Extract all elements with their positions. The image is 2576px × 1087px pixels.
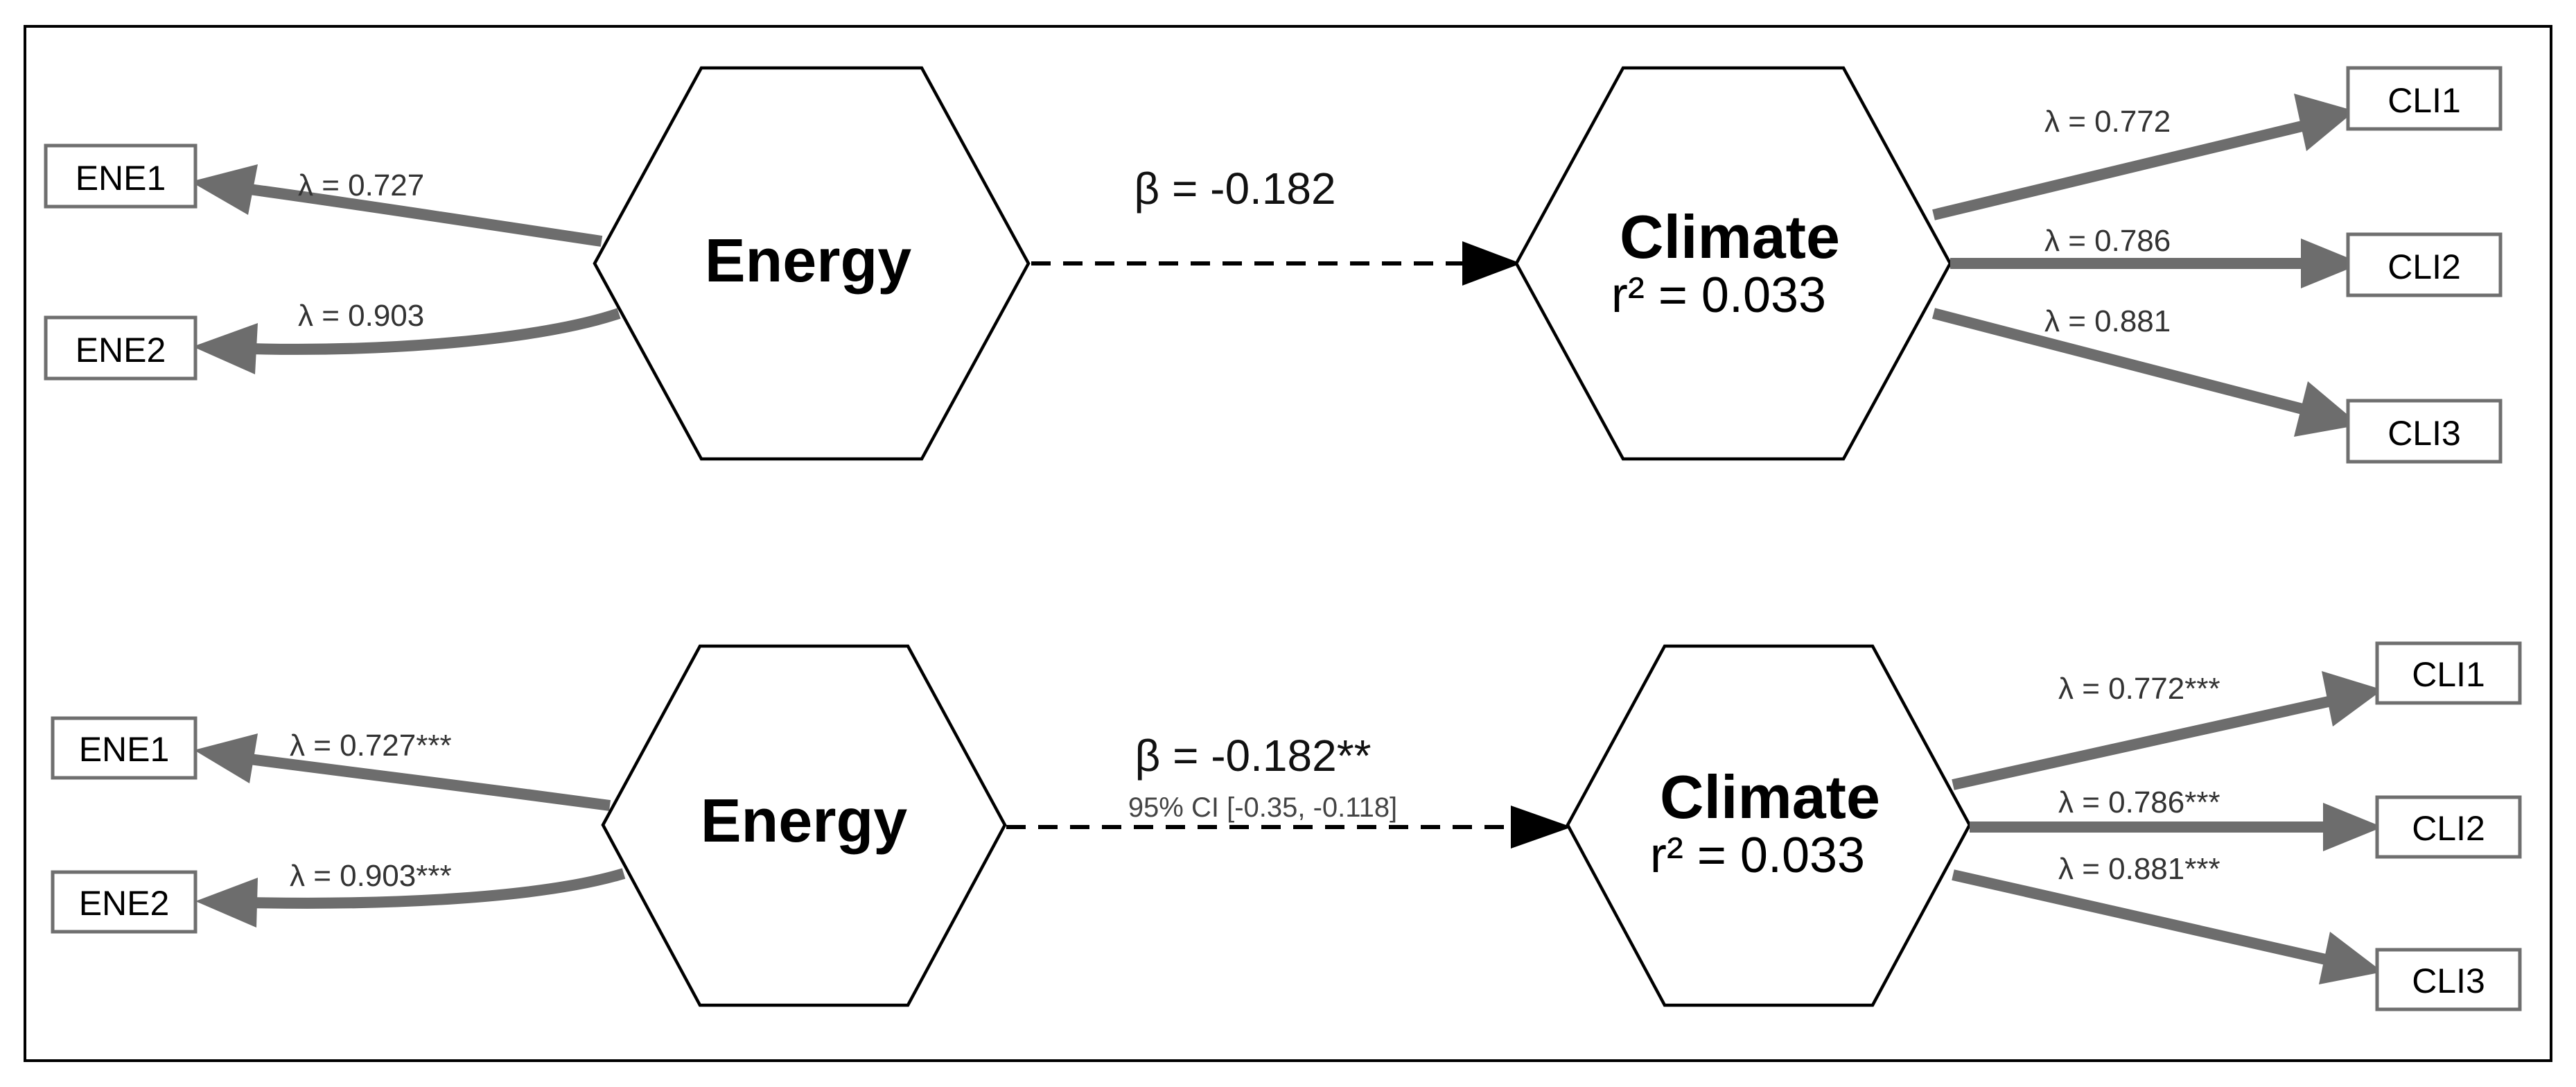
loading-arrow-cli1 [1952, 671, 2383, 790]
loading-label-cli1: λ = 0.772 [2044, 105, 2171, 139]
loading-arrow-cli3 [1931, 308, 2360, 437]
r-squared: r² = 0.033 [1611, 268, 1826, 323]
loading-label-cli1: λ = 0.772*** [2058, 672, 2220, 706]
loading-arrow-ene2 [193, 308, 621, 374]
loading-label-cli3: λ = 0.881*** [2058, 852, 2220, 886]
indicator-cli3: CLI3 [2346, 399, 2503, 464]
path-coefficient: β = -0.182** [1134, 731, 1371, 781]
indicator-label: CLI3 [2412, 962, 2485, 1000]
indicator-cli1: CLI1 [2346, 66, 2503, 131]
loading-arrow-ene1 [191, 164, 603, 247]
loading-label-ene2: λ = 0.903*** [290, 859, 452, 893]
r-squared: r² = 0.033 [1650, 828, 1865, 883]
loading-label-ene1: λ = 0.727*** [290, 729, 452, 763]
indicator-label: ENE2 [76, 331, 166, 369]
indicator-label: ENE1 [76, 159, 166, 198]
panel-bottom: λ = 0.727*** λ = 0.903*** ENE1 ENE2 Ener… [51, 641, 2522, 1011]
structural-path-arrow [1006, 806, 1572, 849]
loading-arrow-cli1 [1932, 94, 2355, 220]
indicator-label: ENE1 [79, 730, 170, 769]
latent-name: Climate [1660, 763, 1880, 831]
indicator-ene2: ENE2 [51, 870, 198, 934]
loading-label-cli2: λ = 0.786 [2044, 224, 2171, 258]
loading-arrow-cli2 [1950, 238, 2362, 288]
indicator-cli2: CLI2 [2346, 232, 2503, 297]
loading-arrow-ene1 [194, 733, 611, 811]
loading-arrow-cli2 [1970, 803, 2383, 851]
loading-label-ene2: λ = 0.903 [298, 299, 424, 333]
loading-arrow-cli3 [1952, 869, 2383, 984]
confidence-interval: 95% CI [-0.35, -0.118] [1128, 792, 1397, 823]
indicator-label: CLI3 [2387, 414, 2461, 453]
loading-label-ene1: λ = 0.727 [298, 168, 424, 202]
indicator-ene2: ENE2 [44, 315, 198, 381]
indicator-label: ENE2 [79, 884, 170, 923]
path-coefficient: β = -0.182 [1134, 164, 1335, 214]
loading-label-cli3: λ = 0.881 [2044, 304, 2171, 338]
indicator-label: CLI1 [2412, 655, 2485, 694]
latent-name: Energy [701, 786, 907, 855]
indicator-label: CLI2 [2412, 809, 2485, 848]
indicator-cli3: CLI3 [2375, 948, 2522, 1011]
structural-path-arrow [1031, 241, 1521, 286]
indicator-ene1: ENE1 [44, 144, 198, 209]
latent-climate: Climate r² = 0.033 [1566, 644, 1972, 1007]
latent-energy: Energy [593, 66, 1031, 461]
latent-climate: Climate r² = 0.033 [1514, 66, 1952, 461]
indicator-label: CLI2 [2387, 247, 2461, 286]
indicator-cli1: CLI1 [2375, 641, 2522, 705]
latent-name: Energy [705, 226, 911, 295]
latent-energy: Energy [601, 644, 1007, 1007]
panel-top: λ = 0.727 λ = 0.903 ENE1 ENE2 Energy β =… [44, 66, 2503, 464]
indicator-cli2: CLI2 [2375, 795, 2522, 859]
diagram-frame [24, 25, 2552, 1062]
loading-arrow-ene2 [195, 868, 626, 928]
loading-label-cli2: λ = 0.786*** [2058, 785, 2220, 819]
indicator-label: CLI1 [2387, 81, 2461, 120]
latent-name: Climate [1620, 202, 1840, 271]
indicator-ene1: ENE1 [51, 716, 198, 780]
